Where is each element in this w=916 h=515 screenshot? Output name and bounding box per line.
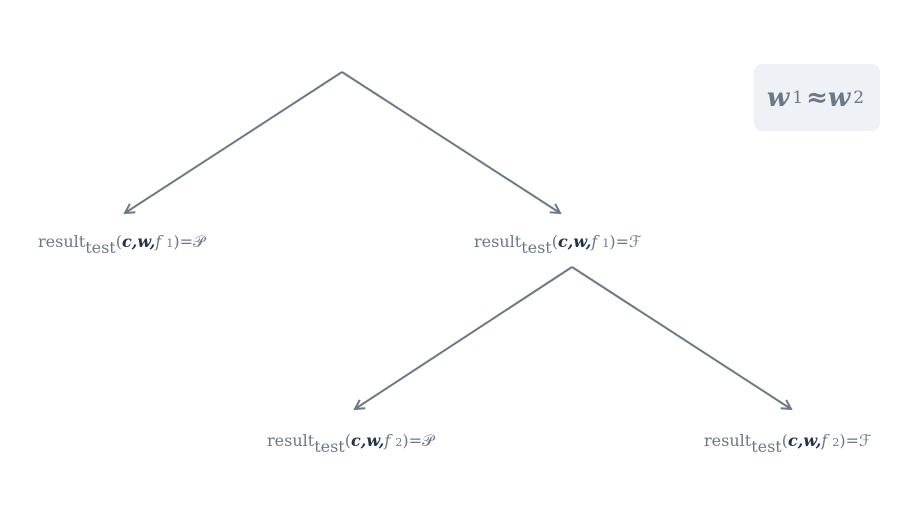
edge-child-right (571, 266, 791, 409)
edge-root-right (341, 71, 560, 213)
node-f2-fail: resulttest(c,w,f 2)=ℱ (704, 431, 872, 456)
node-f1-pass: resulttest(c,w,f 1)=𝒫 (38, 232, 205, 257)
node-f1-fail: resulttest(c,w,f 1)=ℱ (474, 232, 642, 257)
edge-child-left (355, 266, 573, 409)
node-f2-pass: resulttest(c,w,f 2)=𝒫 (267, 431, 434, 456)
edge-root-left (125, 71, 343, 213)
